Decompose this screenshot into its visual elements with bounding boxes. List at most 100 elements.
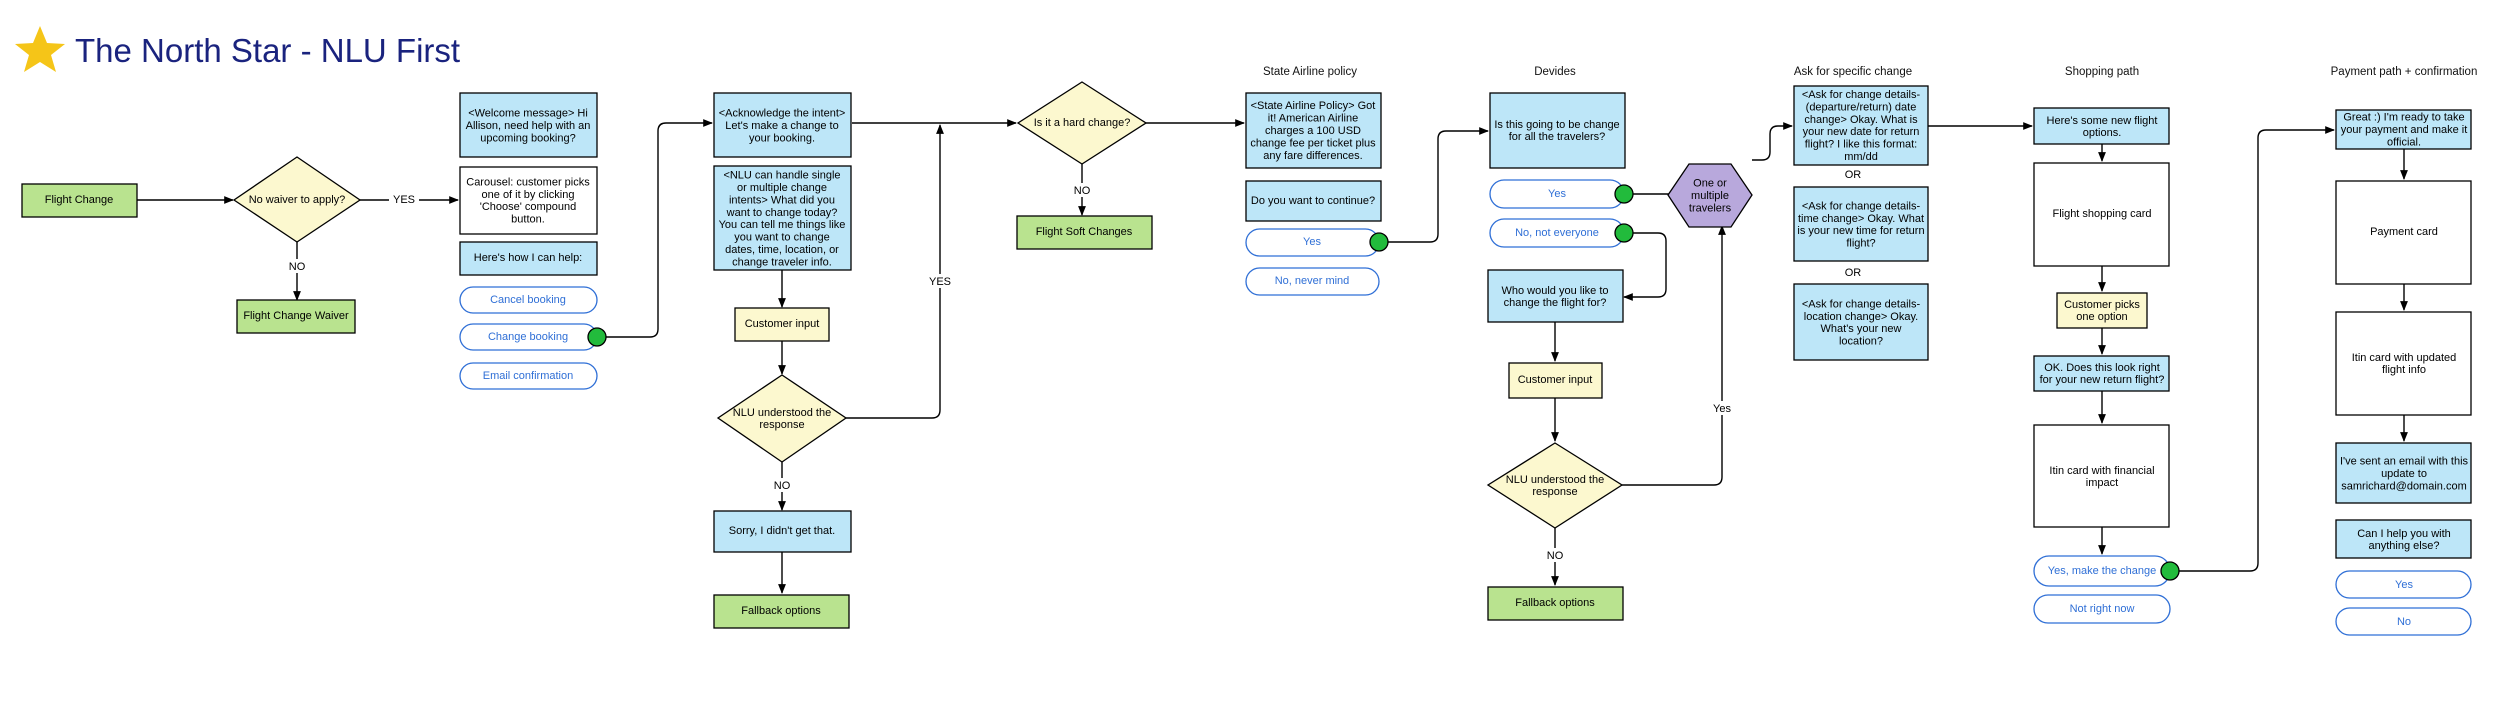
label-line: flight? <box>1846 238 1875 250</box>
edge-label-yes-2: YES <box>929 276 951 288</box>
label-line: your booking. <box>749 132 815 144</box>
node-labels: Flight Change No waiver to apply? Flight… <box>45 89 2469 628</box>
node-email-sent <box>2335 442 2472 504</box>
label-line: one of it by clicking <box>482 189 575 201</box>
node-look-right <box>2033 355 2170 392</box>
label-line: one option <box>2076 311 2127 323</box>
label-line: <Ask for change details- <box>1802 298 1921 310</box>
label-line: Customer picks <box>2064 299 2140 311</box>
connector-dot-make-change[interactable] <box>2160 561 2180 581</box>
label-line: NLU understood the <box>1506 474 1604 486</box>
pill-no-3[interactable] <box>2335 607 2472 636</box>
node-travelers-hex <box>1667 163 1753 228</box>
edge-label-or-2: OR <box>1845 267 1862 279</box>
label-line: <State Airline Policy> Got <box>1251 100 1376 112</box>
label-line: want to change today? <box>726 207 838 219</box>
header-payment: Payment path + confirmation <box>2331 66 2478 78</box>
edge-make-change-to-great <box>2170 126 2335 572</box>
label-never-mind[interactable]: No, never mind <box>1275 275 1350 287</box>
edge-label-no-3: NO <box>1074 185 1091 197</box>
label-line: update to <box>2381 468 2427 480</box>
label-make-change[interactable]: Yes, make the change <box>2048 565 2156 577</box>
label-cancel-booking[interactable]: Cancel booking <box>490 294 566 306</box>
connector-dot-yes-1[interactable] <box>1369 232 1389 252</box>
label-date-change: <Ask for change details-(departure/retur… <box>1802 89 1921 163</box>
pill-not-right-now[interactable] <box>2033 594 2171 624</box>
pill-email-confirmation[interactable] <box>459 362 598 390</box>
header-devides: Devides <box>1534 66 1576 78</box>
label-line: dates, time, location, or <box>725 244 839 256</box>
label-line: flight info <box>2382 364 2426 376</box>
edge-label-or-1: OR <box>1845 169 1862 181</box>
label-line: button. <box>511 214 545 226</box>
node-payment-card <box>2335 180 2472 285</box>
node-new-options <box>2033 107 2170 145</box>
label-yes-3[interactable]: Yes <box>2395 579 2413 591</box>
label-line: Allison, need help with an <box>466 120 591 132</box>
edge-nlu-1-yes-up <box>846 124 944 419</box>
label-line: change fee per ticket plus <box>1250 137 1376 149</box>
label-change-booking[interactable]: Change booking <box>488 331 568 343</box>
label-line: You can tell me things like <box>719 219 846 231</box>
connector-dot-not-everyone[interactable] <box>1614 223 1634 243</box>
pill-yes-3[interactable] <box>2335 570 2472 599</box>
label-not-right-now[interactable]: Not right now <box>2070 603 2135 615</box>
node-soft-changes <box>1016 215 1153 250</box>
node-time-change <box>1793 186 1929 262</box>
node-customer-input-1 <box>734 307 830 342</box>
label-line: you want to change <box>734 232 829 244</box>
label-email-confirmation[interactable]: Email confirmation <box>483 370 573 382</box>
edge-label-no-2: NO <box>774 480 791 492</box>
node-customer-picks <box>2056 292 2148 329</box>
edge-nlu-2-yes-to-hex <box>1622 225 1726 486</box>
label-line: response <box>1532 486 1577 498</box>
label-yes-1[interactable]: Yes <box>1303 236 1321 248</box>
nodes <box>21 81 2472 636</box>
edge-label-no-1: NO <box>289 261 306 273</box>
connector-dot-change-booking[interactable] <box>587 327 607 347</box>
label-yes-2[interactable]: Yes <box>1548 188 1566 200</box>
label-line: Is this going to be change <box>1494 119 1619 131</box>
node-hard-change <box>1016 81 1148 165</box>
connector-dot-yes-2[interactable] <box>1614 184 1634 204</box>
node-nlu-understood-1 <box>716 374 848 463</box>
label-line: <Welcome message> Hi <box>468 108 588 120</box>
title-group: The North Star - NLU First <box>15 26 460 72</box>
label-waiver: Flight Change Waiver <box>243 310 349 322</box>
label-line: OK. Does this look right <box>2044 362 2160 374</box>
pill-never-mind[interactable] <box>1245 267 1380 296</box>
label-line: change> Okay. What is <box>1804 114 1918 126</box>
label-line: <Acknowledge the intent> <box>719 108 846 120</box>
node-fallback-1 <box>713 594 850 629</box>
edge-change-booking-to-ack <box>603 119 713 338</box>
node-carousel <box>459 166 598 235</box>
label-line: One or <box>1693 178 1727 190</box>
node-all-travelers <box>1489 92 1626 169</box>
label-line: or multiple change <box>737 182 827 194</box>
label-not-everyone[interactable]: No, not everyone <box>1515 227 1599 239</box>
label-line: impact <box>2086 477 2118 489</box>
edge-not-everyone-to-who <box>1623 232 1667 301</box>
node-no-waiver <box>232 156 362 243</box>
label-no-3[interactable]: No <box>2397 616 2411 628</box>
label-line: <NLU can handle single <box>723 170 840 182</box>
label-fallback-2: Fallback options <box>1515 597 1595 609</box>
pill-cancel-booking[interactable] <box>459 286 598 314</box>
label-line: response <box>759 419 804 431</box>
node-great <box>2335 109 2472 150</box>
label-no-waiver: No waiver to apply? <box>249 194 346 206</box>
label-line: for your new return flight? <box>2040 374 2165 386</box>
label-sorry: Sorry, I didn't get that. <box>729 525 835 537</box>
